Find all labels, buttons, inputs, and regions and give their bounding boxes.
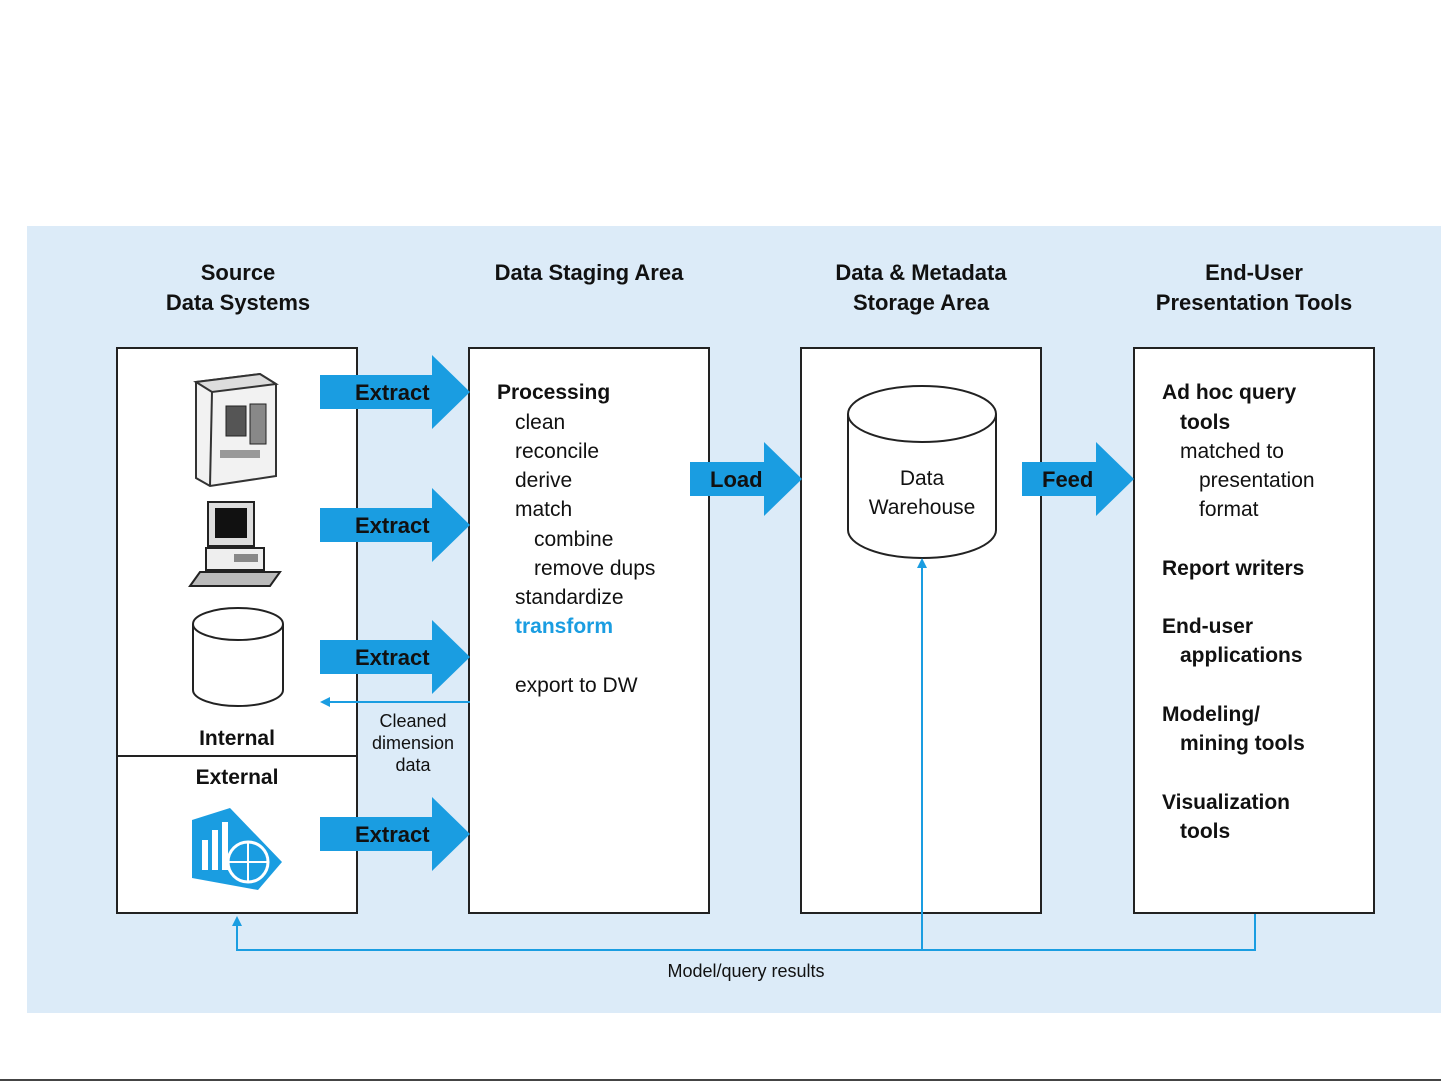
step-derive: derive bbox=[515, 469, 573, 492]
feed-arrow bbox=[1022, 442, 1134, 516]
database-cylinder-icon bbox=[192, 607, 284, 707]
extract-arrow-2 bbox=[320, 488, 470, 562]
data-warehouse-cylinder-icon bbox=[847, 385, 997, 559]
header-storage-area: Data & Metadata Storage Area bbox=[835, 260, 1007, 315]
tool-enduser-1: End-user bbox=[1162, 615, 1254, 638]
tool-visualization-1: Visualization bbox=[1162, 791, 1290, 814]
step-remove-dups: remove dups bbox=[534, 557, 656, 580]
desktop-computer-icon bbox=[188, 501, 282, 587]
external-data-chart-icon bbox=[192, 808, 282, 890]
processing-title: Processing bbox=[497, 381, 611, 404]
tool-modeling-2: mining tools bbox=[1180, 732, 1305, 755]
external-label: External bbox=[195, 766, 279, 789]
cleaned-dimension-arrow bbox=[320, 697, 470, 707]
step-clean: clean bbox=[515, 411, 566, 434]
load-arrow bbox=[690, 442, 802, 516]
step-export: export to DW bbox=[515, 674, 638, 697]
bottom-border bbox=[0, 1079, 1441, 1081]
tool-adhoc-sub-2: presentation bbox=[1199, 469, 1315, 492]
tool-adhoc-title-2: tools bbox=[1180, 411, 1231, 434]
tool-adhoc-sub-1: matched to bbox=[1180, 440, 1284, 463]
step-transform: transform bbox=[515, 615, 614, 638]
tool-adhoc-sub-3: format bbox=[1199, 498, 1259, 521]
header-source-data-systems: Source Data Systems bbox=[165, 260, 311, 315]
extract-label-1: Extract bbox=[355, 380, 430, 405]
header-end-user-tools: End-User Presentation Tools bbox=[1155, 260, 1353, 315]
tool-adhoc-title-1: Ad hoc query bbox=[1162, 381, 1297, 404]
extract-arrow-1 bbox=[320, 355, 470, 429]
tool-report-writers: Report writers bbox=[1162, 557, 1305, 580]
header-data-staging-area: Data Staging Area bbox=[494, 260, 684, 285]
tool-modeling-1: Modeling/ bbox=[1162, 703, 1260, 726]
step-reconcile: reconcile bbox=[515, 440, 600, 463]
tool-enduser-2: applications bbox=[1180, 644, 1303, 667]
data-warehouse-label: Data Warehouse bbox=[868, 467, 976, 519]
load-label: Load bbox=[710, 467, 763, 492]
internal-external-divider bbox=[116, 755, 358, 757]
feed-label: Feed bbox=[1042, 467, 1094, 492]
extract-label-3: Extract bbox=[355, 645, 430, 670]
extract-label-2: Extract bbox=[355, 513, 430, 538]
extract-label-4: Extract bbox=[355, 822, 430, 847]
model-query-feedback-lines bbox=[232, 558, 1256, 951]
end-user-tools-box bbox=[1133, 347, 1375, 914]
mainframe-server-icon bbox=[193, 372, 279, 488]
cleaned-dimension-label: Cleaned dimension data bbox=[371, 711, 455, 775]
internal-label: Internal bbox=[199, 727, 275, 750]
staging-area-box bbox=[468, 347, 710, 914]
extract-arrow-4 bbox=[320, 797, 470, 871]
model-query-label: Model/query results bbox=[667, 961, 825, 981]
tool-visualization-2: tools bbox=[1180, 820, 1231, 843]
step-standardize: standardize bbox=[515, 586, 624, 609]
extract-arrow-3 bbox=[320, 620, 470, 694]
step-match: match bbox=[515, 498, 573, 521]
step-combine: combine bbox=[534, 528, 614, 551]
